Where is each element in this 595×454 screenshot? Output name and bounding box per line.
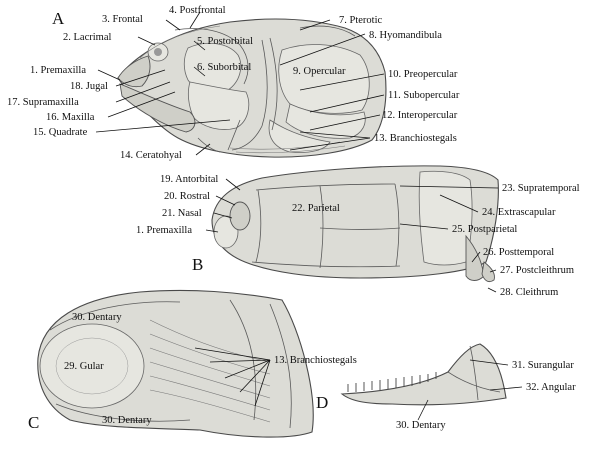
panel-letter-b: B xyxy=(192,255,203,274)
label-dentary-c-bottom: 30. Dentary xyxy=(102,415,152,426)
label-antorbital: 19. Antorbital xyxy=(160,174,218,185)
label-rostral: 20. Rostral xyxy=(164,191,210,202)
label-surangular: 31. Surangular xyxy=(512,360,574,371)
label-hyomandibula: 8. Hyomandibula xyxy=(369,30,442,41)
panel-letter-a: A xyxy=(52,9,65,28)
label-postorbital: 5. Postorbital xyxy=(197,36,253,47)
panel-letter-d: D xyxy=(316,393,328,412)
label-supramaxilla: 17. Supramaxilla xyxy=(7,97,79,108)
panel-letter-c: C xyxy=(28,413,39,432)
label-opercular: 9. Opercular xyxy=(293,66,346,77)
label-pterotic: 7. Pterotic xyxy=(339,15,382,26)
label-branchiostegals-a: 13. Branchiostegals xyxy=(374,133,457,144)
label-lacrimal: 2. Lacrimal xyxy=(63,32,111,43)
label-nasal: 21. Nasal xyxy=(162,208,202,219)
label-preopercular: 10. Preopercular xyxy=(388,69,458,80)
label-extrascapular: 24. Extrascapular xyxy=(482,207,556,218)
label-postparietal: 25. Postparietal xyxy=(452,224,517,235)
label-gular: 29. Gular xyxy=(64,361,104,372)
label-subopercular: 11. Subopercular xyxy=(388,90,460,101)
label-posttemporal: 26. Posttemporal xyxy=(483,247,554,258)
label-postfrontal: 4. Postfrontal xyxy=(169,5,226,16)
label-parietal: 22. Parietal xyxy=(292,203,340,214)
label-dentary-d: 30. Dentary xyxy=(396,420,446,431)
label-suborbital: 6. Suborbital xyxy=(197,62,251,73)
label-maxilla: 16. Maxilla xyxy=(46,112,95,123)
label-supratemporal: 23. Supratemporal xyxy=(502,183,580,194)
label-postcleithrum: 27. Postcleithrum xyxy=(500,265,574,276)
label-branchiostegals-c: 13. Branchiostegals xyxy=(274,355,357,366)
label-quadrate: 15. Quadrate xyxy=(33,127,88,138)
label-angular: 32. Angular xyxy=(526,382,576,393)
label-frontal: 3. Frontal xyxy=(102,14,143,25)
label-premaxilla-a: 1. Premaxilla xyxy=(30,65,86,76)
label-interopercular: 12. Interopercular xyxy=(382,110,458,121)
label-cleithrum: 28. Cleithrum xyxy=(500,287,558,298)
label-dentary-c-top: 30. Dentary xyxy=(72,312,122,323)
label-jugal: 18. Jugal xyxy=(70,81,108,92)
label-ceratohyal: 14. Ceratohyal xyxy=(120,150,182,161)
label-premaxilla-b: 1. Premaxilla xyxy=(136,225,192,236)
lower-jaw-drawing xyxy=(342,344,506,405)
